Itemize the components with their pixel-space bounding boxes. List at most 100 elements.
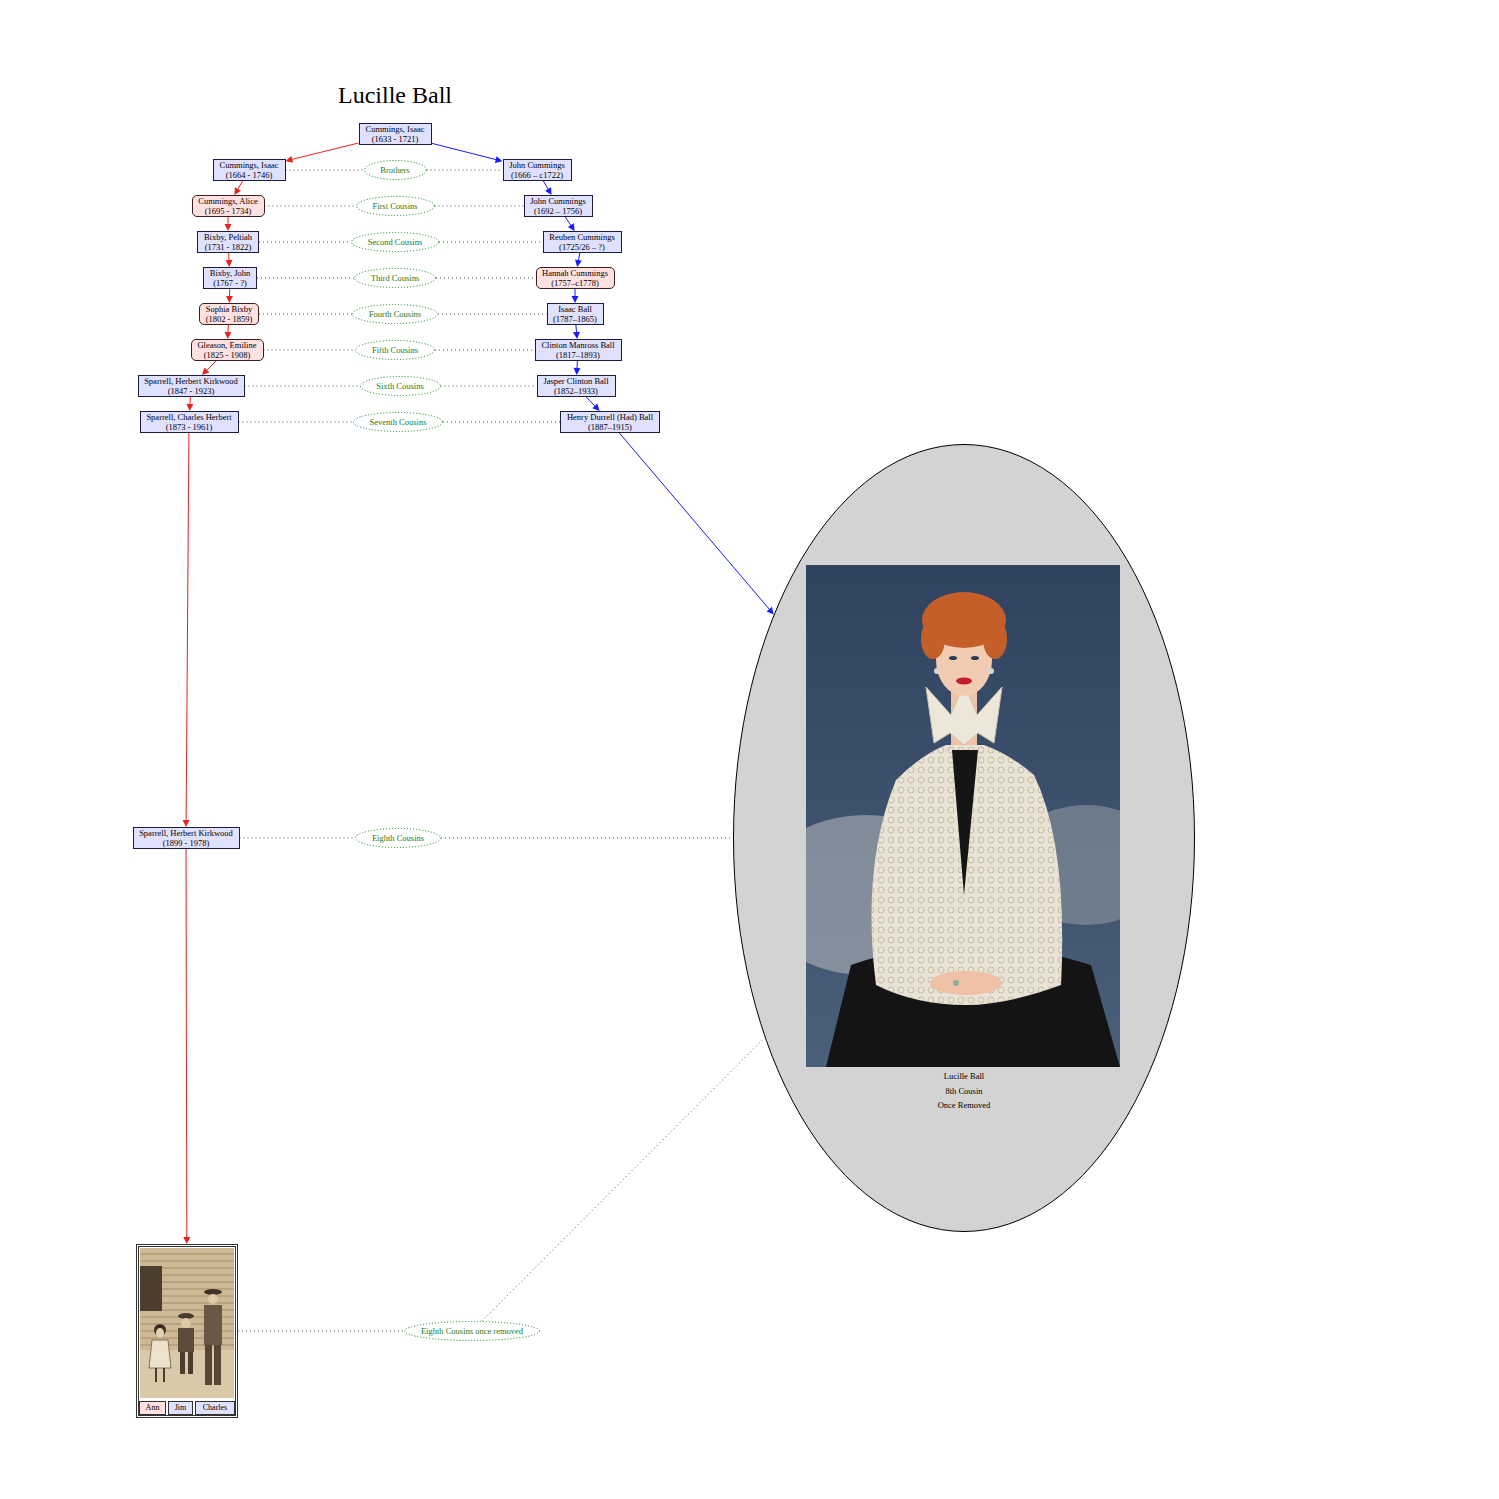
person-text: (1767 - ?): [209, 278, 251, 288]
connector-line: [586, 397, 595, 407]
relation-link: [264, 350, 356, 351]
connector-line: [427, 170, 503, 171]
person-text: (1825 - 1908): [197, 350, 258, 360]
ellipse-outline: [353, 305, 438, 324]
person-text: Once Removed: [733, 1100, 1195, 1110]
connector-line: [239, 422, 354, 423]
ellipse-outline: [354, 413, 443, 432]
person-text: Lucille Ball: [733, 1071, 1195, 1081]
connector-line: [619, 433, 770, 610]
person-text: Jasper Clinton Ball: [543, 376, 610, 386]
person-text: Cummings, Isaac: [219, 160, 280, 170]
descent-arrow: [202, 361, 216, 375]
connector-line: [291, 143, 358, 160]
person-text: Cummings, Alice: [198, 196, 259, 206]
person-box: Sparrell, Herbert Kirkwood(1899 - 1978): [133, 827, 240, 849]
connector-line: [186, 433, 189, 821]
man-face: [208, 1294, 218, 1304]
person-box: Hannah Cummings(1757–c1778): [536, 267, 615, 289]
person-text: Sparrell, Charles Herbert: [146, 412, 233, 422]
connector-line: [229, 289, 230, 297]
relation-label: Fourth Cousins: [369, 304, 421, 324]
relation-link: [482, 1038, 765, 1322]
relation-link: [238, 1331, 404, 1332]
connector-line: [227, 325, 228, 333]
relation-link: [239, 422, 354, 423]
hands: [930, 971, 1002, 995]
eye: [949, 656, 957, 660]
arrow-head: [187, 404, 194, 411]
earring: [988, 668, 994, 674]
ellipse-outline: [734, 445, 1195, 1232]
relation-label: Fifth Cousins: [372, 340, 418, 360]
relation-label: Second Cousins: [368, 232, 423, 252]
arrow-head: [573, 332, 580, 339]
boy-leg: [180, 1352, 185, 1374]
ellipse-outline: [356, 341, 435, 360]
relation-label: Sixth Cousins: [376, 376, 423, 396]
connector-line: [228, 217, 229, 225]
relation-link: [245, 386, 360, 387]
arrow-head: [572, 296, 579, 303]
person-text: (1757–c1778): [542, 278, 609, 288]
person-text: (1695 - 1734): [198, 206, 259, 216]
relation-link: [441, 386, 537, 387]
person-box: Bixby, Peltiah(1731 - 1822): [197, 231, 259, 253]
arrow-head: [202, 368, 209, 375]
arrow-head: [226, 296, 233, 303]
person-text: Bixby, Peltiah: [203, 232, 253, 242]
relation-link: [439, 242, 543, 243]
person-box: Reuben Cummings(1725/26 – ?): [543, 231, 622, 253]
name-cell: Jim: [168, 1401, 193, 1415]
connector-line: [264, 350, 356, 351]
descent-arrow: [572, 289, 579, 303]
relation-link: [436, 278, 536, 279]
relation-ellipse: Fourth Cousins: [352, 304, 438, 324]
person-box: Cummings, Isaac(1633 - 1721): [359, 123, 432, 145]
arrow-head: [575, 259, 582, 267]
portrait-ellipse: Lucille Ball8th CousinOnce Removed: [733, 444, 1195, 1232]
person-box: Jasper Clinton Ball(1852–1933): [537, 375, 616, 397]
connector-line: [438, 314, 547, 315]
person-text: (1817–1893): [541, 350, 616, 360]
arrow-head: [286, 156, 294, 163]
person-box: Isaac Ball(1787–1865): [547, 303, 604, 325]
connector-line: [259, 314, 352, 315]
arrow-head: [545, 187, 552, 195]
photo-background: [140, 1248, 234, 1398]
ellipse-outline: [360, 377, 440, 396]
connector-line: [189, 397, 190, 405]
descent-arrow: [619, 433, 773, 614]
arrow-head: [183, 820, 190, 827]
relation-link: [443, 422, 560, 423]
person-text: (1725/26 – ?): [549, 242, 616, 252]
descent-arrow: [226, 289, 233, 303]
relation-ellipse: Sixth Cousins: [360, 376, 441, 396]
ellipse-outline: [356, 197, 434, 216]
person-text: John Cummings: [530, 196, 587, 206]
person-text: Reuben Cummings: [549, 232, 616, 242]
relation-link: [435, 350, 535, 351]
man-leg: [214, 1345, 221, 1385]
relation-link: [259, 314, 352, 315]
name-cell: Ann: [139, 1401, 166, 1415]
relation-ellipse: Brothers: [364, 160, 427, 180]
arrow-head: [568, 223, 575, 231]
person-box: Sparrell, Charles Herbert(1873 - 1961): [140, 411, 239, 433]
boy-body: [178, 1328, 194, 1352]
arrow-head: [495, 156, 503, 163]
person-box: Cummings, Isaac(1664 - 1746): [213, 159, 286, 181]
person-text: (1899 - 1978): [139, 838, 234, 848]
person-text: Gleason, Emiline: [197, 340, 258, 350]
portrait-photo: [806, 565, 1120, 1067]
person-text: (1852–1933): [543, 386, 610, 396]
person-text: Sparrell, Herbert Kirkwood: [139, 828, 234, 838]
ellipse-outline: [356, 829, 441, 848]
descent-arrow: [543, 181, 551, 195]
lips: [956, 678, 972, 685]
descent-arrow: [286, 143, 359, 163]
ellipse-outline: [405, 1322, 540, 1341]
diagram-title: Lucille Ball: [0, 80, 790, 110]
person-text: Sparrell, Herbert Kirkwood: [144, 376, 239, 386]
connector-line: [578, 253, 580, 261]
